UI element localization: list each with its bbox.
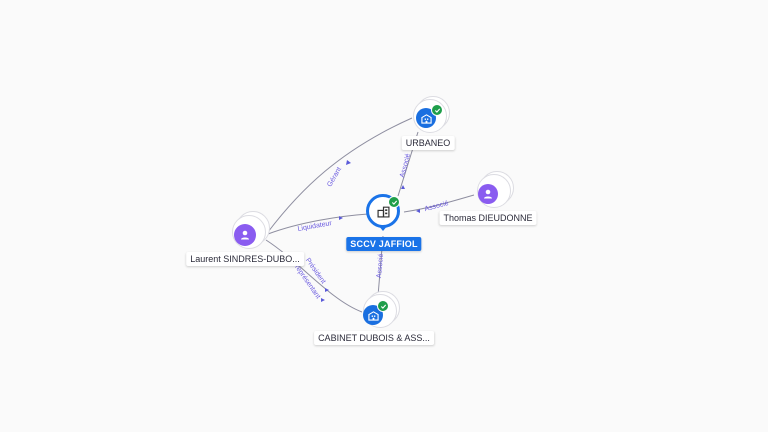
person-icon: [241, 230, 249, 240]
edge-label-associe-urbaneo: Associé: [399, 153, 412, 179]
building-icon: [376, 206, 390, 218]
edge-laurent-urbaneo: [267, 117, 413, 233]
verified-check-icon: [377, 300, 389, 312]
edge-label-liquidateur: Liquidateur: [297, 220, 333, 233]
arrow-gerant: [346, 160, 351, 165]
node-cabinet[interactable]: [360, 291, 400, 332]
edge-laurent-cabinet: [265, 239, 363, 313]
node-label-urbaneo[interactable]: URBANEO: [401, 136, 455, 150]
verified-check-icon: [431, 104, 443, 116]
thomas-avatar: [478, 184, 498, 204]
building-icon: [367, 310, 379, 321]
person-icon: [484, 189, 492, 199]
arrow-liquidateur: [339, 216, 343, 220]
node-label-thomas[interactable]: Thomas DIEUDONNE: [439, 211, 537, 225]
node-main[interactable]: [364, 192, 408, 236]
edge-label-associe-cabinet: Associé: [376, 253, 385, 278]
node-urbaneo[interactable]: [410, 96, 450, 138]
node-label-laurent[interactable]: Laurent SINDRES-DUBO...: [186, 252, 304, 266]
node-label-main[interactable]: SCCV JAFFIOL: [346, 237, 422, 251]
verified-check-icon: [388, 196, 400, 208]
arrow-president: [325, 288, 329, 292]
edge-laurent-main: [267, 213, 369, 235]
arrow-representant: [321, 298, 325, 302]
laurent-avatar: [234, 224, 256, 246]
node-laurent[interactable]: [228, 210, 272, 254]
arrow-associe-thomas: [416, 209, 420, 213]
node-thomas[interactable]: [474, 171, 514, 212]
edge-label-gerant: Gérant: [326, 166, 343, 188]
arrow-associe-urbaneo: [401, 185, 405, 189]
edge-thomas-main: [403, 194, 475, 213]
node-label-cabinet[interactable]: CABINET DUBOIS & ASS...: [314, 331, 434, 345]
building-icon: [420, 113, 432, 124]
